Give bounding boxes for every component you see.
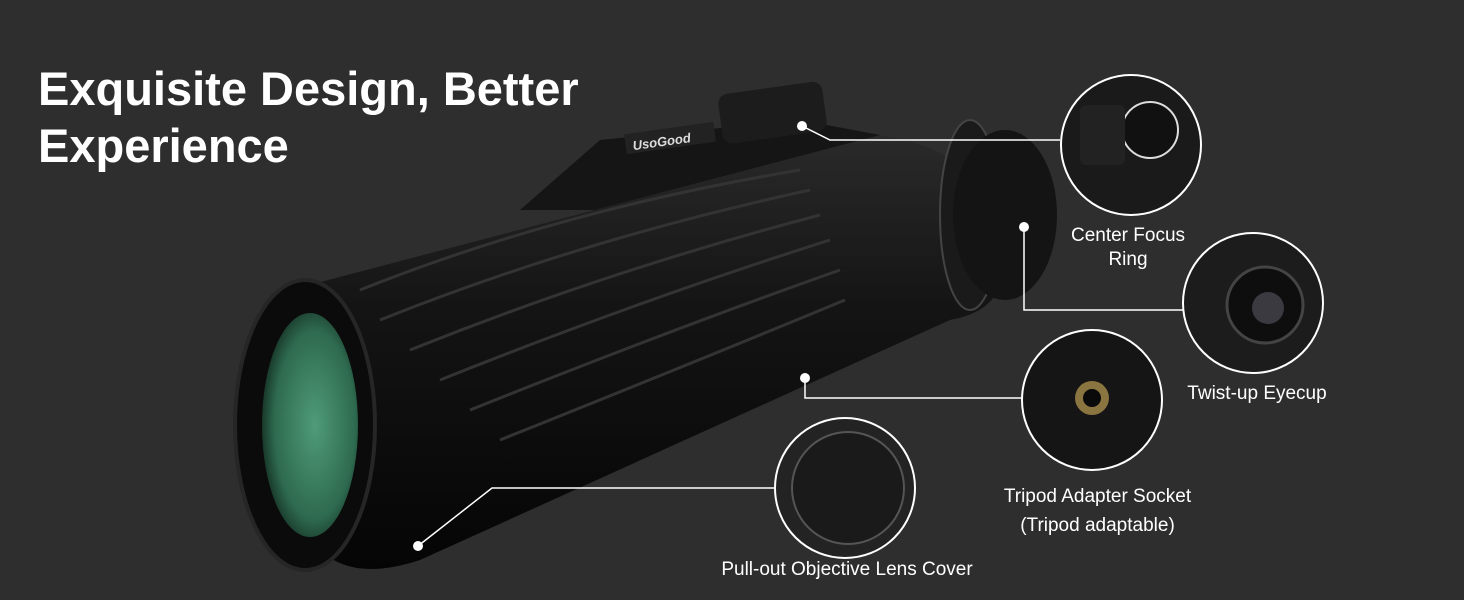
detail-socket-circle bbox=[1021, 329, 1163, 471]
callout-dots bbox=[413, 121, 1029, 551]
detail-cover-circle bbox=[774, 417, 916, 559]
label-line: Tripod Adapter Socket bbox=[1003, 486, 1192, 507]
brand-plate bbox=[624, 121, 716, 155]
eyecup bbox=[953, 130, 1057, 300]
monocular-body bbox=[290, 135, 1006, 569]
headline-line-1: Exquisite Design, Better bbox=[38, 62, 579, 115]
callout-lines bbox=[417, 125, 1183, 547]
label-line: Center Focus bbox=[1070, 225, 1186, 246]
objective-lens bbox=[262, 313, 358, 537]
label-twist-up-eyecup: Twist-up Eyecup bbox=[1187, 383, 1327, 404]
label-line: (Tripod adaptable) bbox=[1020, 515, 1175, 536]
detail-focus-circle bbox=[1060, 74, 1202, 216]
headline: Exquisite Design, Better Experience bbox=[38, 60, 579, 174]
label-center-focus-ring: Center Focus Ring bbox=[1048, 224, 1208, 272]
headline-line-2: Experience bbox=[38, 119, 289, 172]
label-lens-cover: Pull-out Objective Lens Cover bbox=[721, 559, 973, 580]
detail-eyecup-circle bbox=[1182, 232, 1324, 374]
label-tripod-socket: Tripod Adapter Socket (Tripod adaptable) bbox=[985, 482, 1210, 540]
label-line: Ring bbox=[1108, 249, 1148, 270]
grip-ridges bbox=[359, 168, 846, 442]
